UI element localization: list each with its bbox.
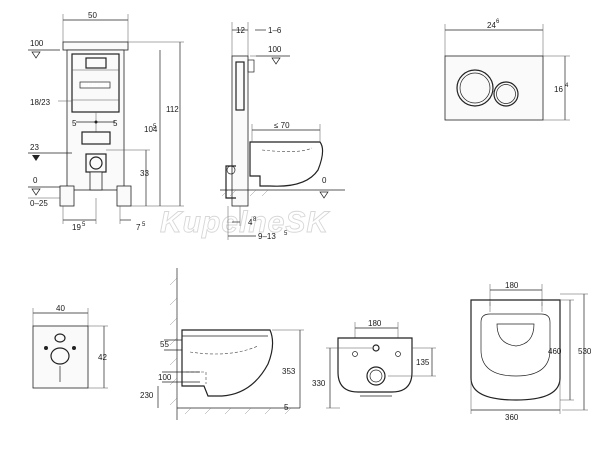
toilet-bowl-profile [181, 329, 274, 397]
label-plate-height: 16 [554, 85, 563, 94]
label-floor-range: 0–25 [30, 199, 48, 208]
label-dim-100: 100 [158, 373, 172, 382]
label-18-23: 18/23 [30, 98, 51, 107]
frame-top-rail [62, 41, 129, 51]
label-dim-353: 353 [282, 367, 296, 376]
wall-hatch [169, 277, 178, 406]
frame-body [66, 49, 125, 191]
label-bottom-19: 19 [72, 223, 81, 232]
label-offset-4-sup: 8 [253, 217, 257, 223]
label-offset-4: 4 [248, 218, 253, 227]
mount-bracket [81, 131, 111, 145]
label-plate-width: 24 [487, 21, 496, 30]
back-outlet [366, 366, 386, 386]
label-top-460: 460 [548, 347, 562, 356]
label-range-9-13: 9–13 [258, 232, 276, 241]
label-height-100: 100 [30, 39, 44, 48]
label-dim-5: 5 [284, 403, 289, 412]
floor-hatch [184, 407, 292, 415]
label-dim-230: 230 [140, 391, 154, 400]
label-bottom-7-sup: 5 [142, 222, 146, 228]
toilet-top-outline [470, 299, 561, 401]
label-depth-12: 12 [236, 26, 245, 35]
label-top-180: 180 [505, 281, 519, 290]
label-bottom-7: 7 [136, 223, 141, 232]
label-plate-width-sup: 6 [496, 19, 500, 25]
actuator-opening [85, 57, 107, 69]
wall-plate-view: 40 42 [32, 304, 108, 389]
flush-button-large [456, 69, 494, 107]
label-wall-plate-height: 42 [98, 353, 107, 362]
watermark-text: KupelneSK [160, 206, 330, 239]
label-wall-plate-width: 40 [56, 304, 65, 313]
wall-plate [32, 325, 89, 389]
label-back-135: 135 [416, 358, 430, 367]
label-top-360: 360 [505, 413, 519, 422]
label-back-width: 180 [368, 319, 382, 328]
label-dim-55: 55 [160, 340, 169, 349]
label-bowl-projection: ≤ 70 [274, 121, 290, 130]
label-top-530: 530 [578, 347, 592, 356]
label-height-104-sup: 5 [153, 124, 157, 130]
drain-outlet [89, 156, 103, 170]
wall-plate-outlet [50, 347, 70, 365]
toilet-top-view: 180 360 460 530 [470, 281, 592, 422]
actuator-plate [444, 55, 544, 121]
side-bowl-outline [249, 141, 324, 187]
toilet-back-view: 180 135 330 [312, 319, 436, 409]
label-plate-height-sup: 4 [565, 83, 569, 89]
label-floor-0: 0 [33, 176, 38, 185]
brand-label: GEBERIT [83, 83, 110, 89]
label-back-330: 330 [312, 379, 326, 388]
label-side-floor-0: 0 [322, 176, 327, 185]
actuator-plate-view: 24 6 16 4 [444, 19, 570, 121]
toilet-side-view: 55 100 230 353 5 [140, 268, 304, 420]
side-frame-body [231, 55, 249, 207]
label-height-104: 104 [144, 125, 158, 134]
toilet-back-body [337, 337, 413, 393]
label-bottom-19-sup: 5 [82, 222, 86, 228]
foot-right [116, 185, 132, 207]
foot-left [59, 185, 75, 207]
brand-plate [79, 81, 111, 89]
label-range-9-13-sup: 5 [284, 231, 288, 237]
mount-hole-left [352, 351, 358, 357]
frame-side-view: 12 1–6 100 ≤ 70 0 4 [220, 22, 345, 241]
cistern-box [71, 53, 120, 113]
label-height-112: 112 [166, 105, 179, 114]
mount-hole-right [395, 351, 401, 357]
label-height-33: 33 [140, 169, 149, 178]
toilet-top-bowl [480, 313, 551, 377]
label-depth-range: 1–6 [268, 26, 282, 35]
label-width-50: 50 [88, 11, 97, 20]
label-height-23: 23 [30, 143, 39, 152]
label-offset-right: 5 [113, 119, 118, 128]
frame-front-view: 50 100 GEBERIT 18/23 5 5 23 [28, 11, 184, 232]
toilet-top-inner [496, 323, 535, 347]
flush-button-small [493, 81, 519, 107]
label-offset-left: 5 [72, 119, 77, 128]
label-side-height-100: 100 [268, 45, 282, 54]
side-floor-hatch [221, 189, 269, 197]
